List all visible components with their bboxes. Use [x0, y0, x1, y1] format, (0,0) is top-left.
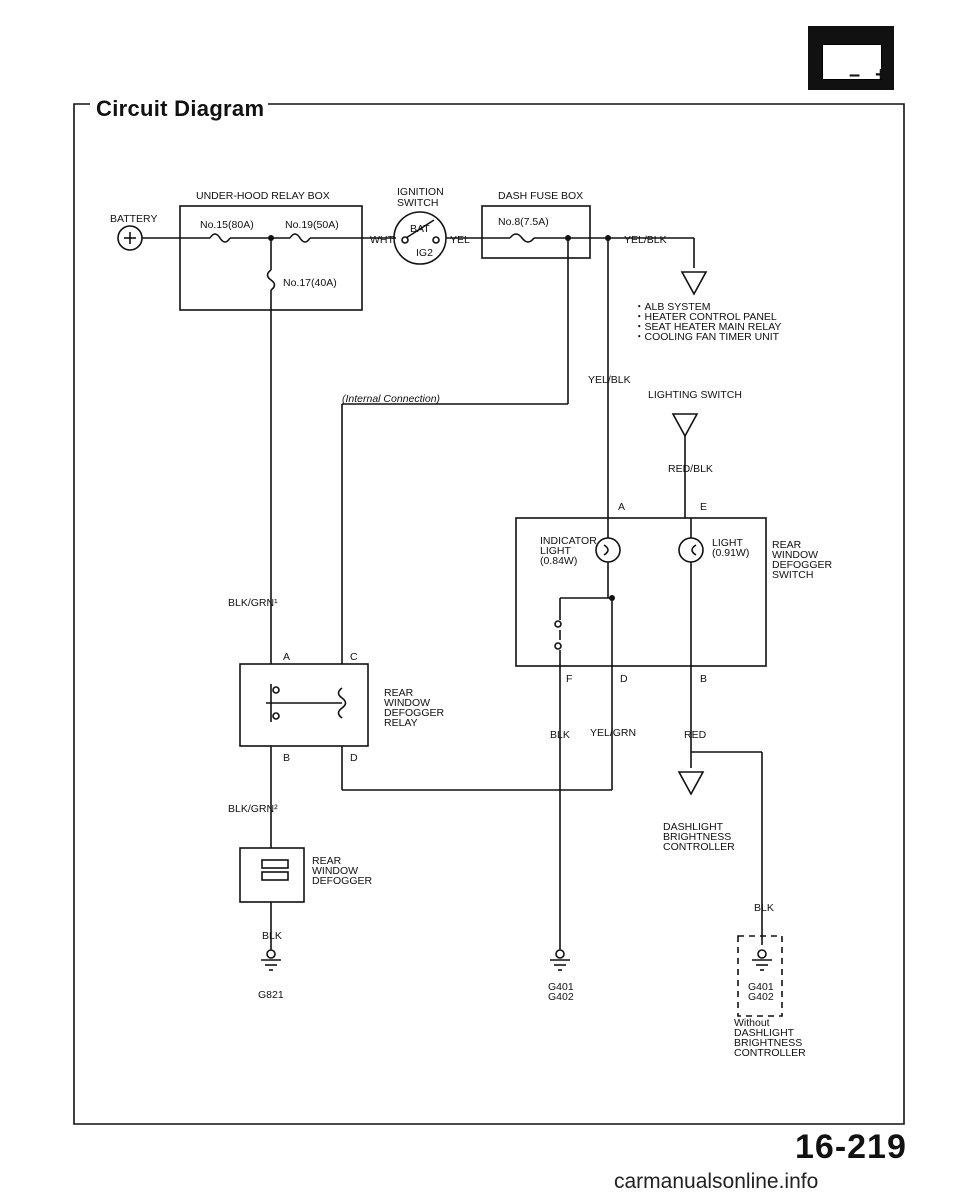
- label-red: RED: [684, 729, 707, 741]
- label-defogger-3: DEFOGGER: [312, 875, 373, 887]
- diagram-frame: [73, 103, 905, 1125]
- watermark-text: carmanualsonline.info: [614, 1170, 819, 1193]
- label-ignition-switch-2: SWITCH: [397, 197, 438, 209]
- label-relay-pin-a: A: [283, 651, 290, 663]
- label-without-controller-4: CONTROLLER: [734, 1047, 806, 1059]
- label-indicator-light-2: LIGHT: [540, 545, 572, 557]
- loads-connector-symbol: [680, 271, 708, 296]
- label-yel-grn: YEL/GRN: [590, 727, 636, 739]
- label-g402-b: G402: [748, 991, 774, 1003]
- label-defogger-switch-2: WINDOW: [772, 549, 818, 561]
- label-blk-grn-2: BLK/GRN²: [228, 803, 278, 815]
- label-indicator-light-3: (0.84W): [540, 555, 577, 567]
- label-defogger-switch-3: DEFOGGER: [772, 559, 833, 571]
- label-defogger-relay-4: RELAY: [384, 717, 418, 729]
- label-blk-grn-1: BLK/GRN¹: [228, 597, 278, 609]
- label-blk-2: BLK: [754, 902, 774, 914]
- ground-g401-symbol: [550, 949, 570, 971]
- label-pin-b: B: [700, 673, 707, 685]
- defogger-switch-box: [515, 517, 767, 667]
- fuse-15-symbol: [209, 233, 231, 243]
- ground-g401-optional-symbol: [737, 935, 783, 1017]
- battery-minus-sign: –: [849, 64, 861, 86]
- page-number: 16-219: [795, 1128, 907, 1166]
- label-without-controller-2: DASHLIGHT: [734, 1027, 795, 1039]
- battery-terminal-positive: [858, 36, 872, 44]
- label-bat: BAT: [410, 223, 430, 235]
- label-fuse-15: No.15(80A): [200, 219, 254, 231]
- label-load-2: ・HEATER CONTROL PANEL: [634, 311, 777, 323]
- fuse-17-symbol: [266, 269, 276, 291]
- label-yel-blk-2: YEL/BLK: [588, 374, 631, 386]
- label-without-controller-1: Without: [734, 1017, 770, 1029]
- relay-coil-symbol: [337, 687, 347, 719]
- label-battery: BATTERY: [110, 213, 157, 225]
- fuse-8-symbol: [509, 233, 535, 243]
- battery-body: – +: [822, 44, 887, 85]
- battery-terminal-negative: [830, 36, 844, 44]
- label-load-3: ・SEAT HEATER MAIN RELAY: [634, 321, 781, 333]
- label-defogger-relay-2: WINDOW: [384, 697, 430, 709]
- dash-fuse-box: [481, 205, 591, 259]
- label-defogger-relay-3: DEFOGGER: [384, 707, 445, 719]
- label-relay-pin-b: B: [283, 752, 290, 764]
- label-blk-3: BLK: [262, 930, 282, 942]
- label-pin-e: E: [700, 501, 707, 513]
- light-symbol: [678, 537, 704, 563]
- label-g401-b: G401: [748, 981, 774, 993]
- label-lighting-switch: LIGHTING SWITCH: [648, 389, 742, 401]
- fuse-19-symbol: [289, 233, 311, 243]
- label-load-4: ・COOLING FAN TIMER UNIT: [634, 331, 780, 343]
- label-defogger-switch-4: SWITCH: [772, 569, 813, 581]
- label-pin-f: F: [566, 673, 572, 685]
- battery-plus-sign: +: [875, 64, 887, 86]
- page-title: Circuit Diagram: [92, 96, 269, 122]
- label-dash-fuse-box: DASH FUSE BOX: [498, 190, 583, 202]
- label-relay-pin-c: C: [350, 651, 358, 663]
- defogger-relay-box: [239, 663, 369, 747]
- brightness-controller-symbol: [677, 771, 705, 796]
- defogger-element-box: [239, 847, 305, 903]
- label-blk-1: BLK: [550, 729, 570, 741]
- defogger-element-symbol: [261, 859, 289, 869]
- label-indicator-light-1: INDICATOR: [540, 535, 597, 547]
- label-brightness-controller-2: BRIGHTNESS: [663, 831, 731, 843]
- label-g401: G401: [548, 981, 574, 993]
- label-light-2: (0.91W): [712, 547, 749, 559]
- label-red-blk: RED/BLK: [668, 463, 713, 475]
- label-relay-pin-d: D: [350, 752, 358, 764]
- label-pin-d: D: [620, 673, 628, 685]
- ground-g821-symbol: [261, 949, 281, 971]
- label-yel-blk-1: YEL/BLK: [624, 234, 667, 246]
- label-without-controller-3: BRIGHTNESS: [734, 1037, 802, 1049]
- label-yel: YEL: [450, 234, 470, 246]
- battery-icon: – +: [808, 26, 894, 90]
- label-fuse-8: No.8(7.5A): [498, 216, 549, 228]
- label-pin-a: A: [618, 501, 625, 513]
- label-defogger-1: REAR: [312, 855, 342, 867]
- label-defogger-switch-1: REAR: [772, 539, 802, 551]
- lighting-switch-symbol: [671, 413, 699, 438]
- label-under-hood-relay-box: UNDER-HOOD RELAY BOX: [196, 190, 330, 202]
- label-internal-connection: (Internal Connection): [342, 393, 440, 405]
- label-fuse-17: No.17(40A): [283, 277, 337, 289]
- label-defogger-relay-1: REAR: [384, 687, 414, 699]
- label-g402: G402: [548, 991, 574, 1003]
- label-ignition-switch-1: IGNITION: [397, 186, 444, 198]
- label-light-1: LIGHT: [712, 537, 744, 549]
- label-defogger-2: WINDOW: [312, 865, 358, 877]
- label-fuse-19: No.19(50A): [285, 219, 339, 231]
- label-wht: WHT: [370, 234, 394, 246]
- label-load-1: ・ALB SYSTEM: [634, 301, 710, 313]
- label-g821: G821: [258, 989, 284, 1001]
- label-brightness-controller-1: DASHLIGHT: [663, 821, 724, 833]
- label-brightness-controller-3: CONTROLLER: [663, 841, 735, 853]
- label-ig2: IG2: [416, 247, 433, 259]
